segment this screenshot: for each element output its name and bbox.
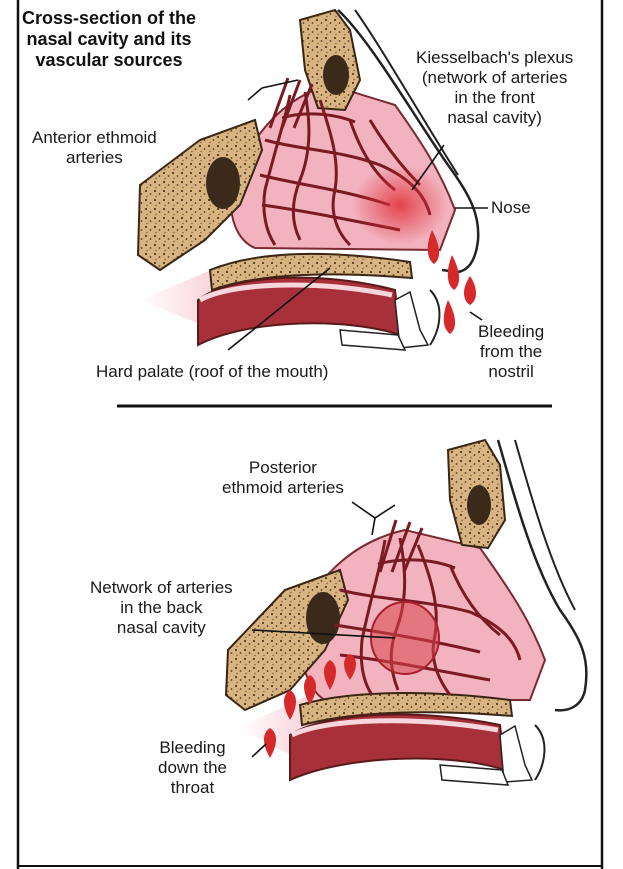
label-bleeding-throat-line-1: Bleeding: [158, 738, 227, 758]
label-bleeding-nostril-line-1: Bleeding: [478, 322, 544, 342]
label-nose: Nose: [491, 198, 531, 218]
label-kiesselbach-plexus: Kiesselbach's plexus (network of arterie…: [416, 48, 573, 128]
label-kiesselbach-line-2: (network of arteries: [416, 68, 573, 88]
lower-lip: [535, 725, 544, 780]
upper-lip: [430, 290, 439, 345]
label-kiesselbach-line-1: Kiesselbach's plexus: [416, 48, 573, 68]
lower-sphenoid-sinus: [306, 592, 340, 644]
diagram-title: Cross-section of the nasal cavity and it…: [22, 8, 196, 71]
kiesselbach-plexus-highlight: [352, 165, 448, 245]
label-back-network-line-1: Network of arteries: [90, 578, 233, 598]
label-bleeding-nostril-line-3: nostril: [478, 362, 544, 382]
label-anterior-ethmoid-line-1: Anterior ethmoid: [32, 128, 157, 148]
label-back-network-line-3: nasal cavity: [90, 618, 233, 638]
label-anterior-ethmoid-line-2: arteries: [32, 148, 157, 168]
upper-frontal-sinus: [323, 55, 349, 95]
label-posterior-ethmoid-arteries: Posterior ethmoid arteries: [222, 458, 344, 498]
label-kiesselbach-line-3: in the front: [416, 88, 573, 108]
label-back-nasal-network: Network of arteries in the back nasal ca…: [90, 578, 233, 638]
label-posterior-ethmoid-line-2: ethmoid arteries: [222, 478, 344, 498]
label-back-network-line-2: in the back: [90, 598, 233, 618]
label-bleeding-from-nostril: Bleeding from the nostril: [478, 322, 544, 382]
lower-incisor: [500, 726, 532, 782]
nostril-blood-drops: [428, 230, 476, 334]
label-hard-palate: Hard palate (roof of the mouth): [96, 362, 328, 382]
label-bleeding-nostril-line-2: from the: [478, 342, 544, 362]
label-bleeding-throat-line-2: down the: [158, 758, 227, 778]
title-line-1: Cross-section of the: [22, 8, 196, 29]
title-line-2: nasal cavity and its: [22, 29, 196, 50]
label-bleeding-throat-line-3: throat: [158, 778, 227, 798]
upper-sphenoid-sinus: [206, 157, 240, 209]
label-posterior-ethmoid-line-1: Posterior: [222, 458, 344, 478]
label-nose-text: Nose: [491, 198, 531, 218]
lower-frontal-sinus: [467, 485, 491, 525]
label-anterior-ethmoid-arteries: Anterior ethmoid arteries: [32, 128, 157, 168]
label-kiesselbach-line-4: nasal cavity): [416, 108, 573, 128]
label-hard-palate-text: Hard palate (roof of the mouth): [96, 362, 328, 382]
label-bleeding-down-throat: Bleeding down the throat: [158, 738, 227, 798]
title-line-3: vascular sources: [22, 50, 196, 71]
